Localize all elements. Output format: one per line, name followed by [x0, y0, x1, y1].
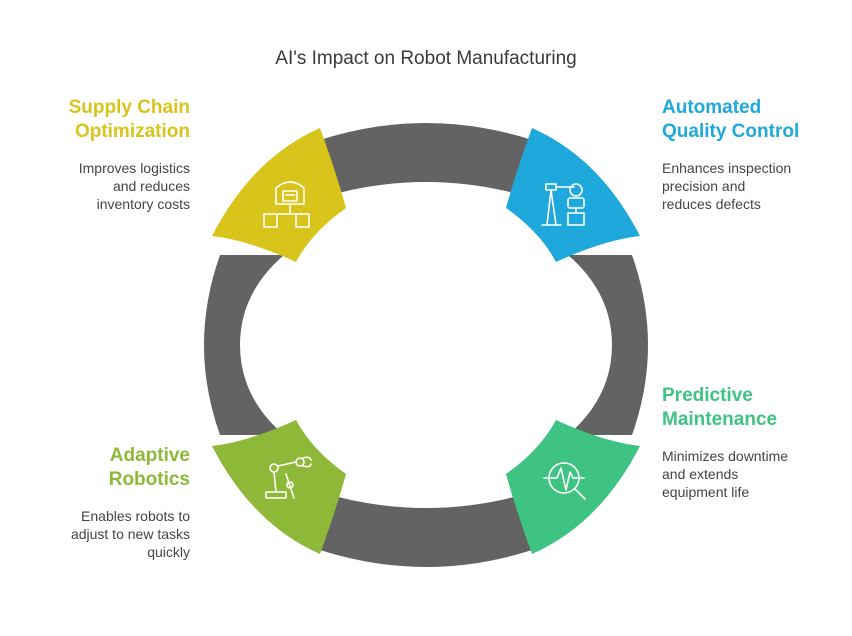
heartbeat-monitor-icon — [543, 462, 586, 500]
robotic-arm-icon — [265, 456, 312, 499]
ring-segment-right — [568, 255, 648, 435]
page-title: AI's Impact on Robot Manufacturing — [275, 48, 577, 69]
segment-supply-chain — [212, 128, 346, 262]
ring-segment-top — [320, 123, 532, 198]
warehouse-network-icon — [263, 181, 310, 228]
ring-segment-bottom — [320, 492, 532, 567]
ring-segment-left — [204, 255, 284, 435]
robot-inspection-icon — [541, 183, 585, 226]
segment-adaptive — [212, 420, 346, 554]
segment-predictive — [506, 420, 640, 554]
